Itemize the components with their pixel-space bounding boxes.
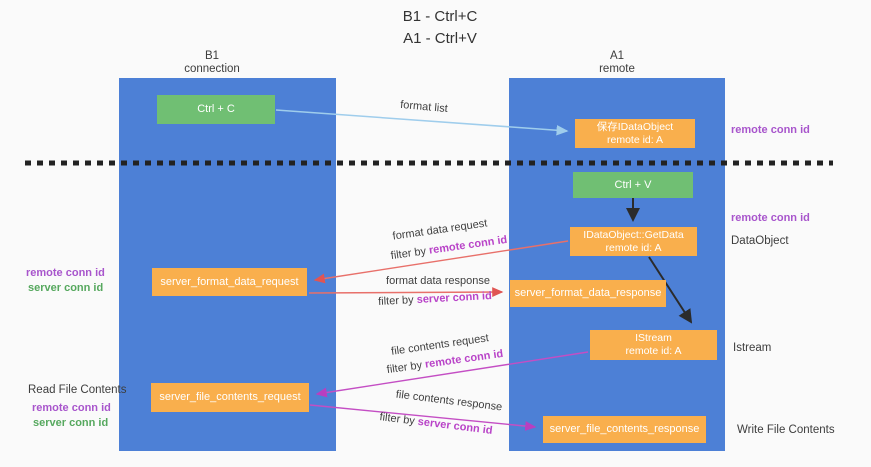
arrow-file-contents-response <box>309 404 537 431</box>
node-format-response-label: server_format_data_response <box>514 287 662 299</box>
node-ctrl-c-label: Ctrl + C <box>197 103 235 115</box>
annotation-read-file-contents: Read File Contents <box>28 384 127 396</box>
arrow-format-data-request <box>313 240 569 284</box>
node-idataobject-getdata: IDataObject::GetData remote id: A <box>570 227 697 256</box>
annotation-remote-conn-id-top: remote conn id <box>731 124 810 136</box>
node-getdata-line1: IDataObject::GetData <box>583 228 684 241</box>
annotation-remote-conn-id-mid: remote conn id <box>731 212 810 224</box>
lane-b1-role: connection <box>184 63 240 75</box>
arrow-getdata-to-istream <box>648 256 693 324</box>
lane-a1-role: remote <box>599 63 635 75</box>
annotation-remote-conn-id-left2: remote conn id <box>32 402 111 414</box>
diagram-title: B1 - Ctrl+C A1 - Ctrl+V <box>300 6 580 50</box>
node-save-idataobject-line1: 保存IDataObject <box>596 120 674 133</box>
node-server-format-data-response: server_format_data_response <box>510 280 666 307</box>
node-file-request-label: server_file_contents_request <box>159 391 301 403</box>
title-line-2: A1 - Ctrl+V <box>403 30 477 47</box>
node-istream: IStream remote id: A <box>590 330 717 360</box>
node-ctrl-v-label: Ctrl + V <box>614 178 652 191</box>
arrow-format-list <box>275 109 569 136</box>
annotation-dataobject: DataObject <box>731 235 789 247</box>
filter-by-text: filter by <box>377 293 417 308</box>
arrow-format-data-response <box>308 287 504 297</box>
annotation-istream: Istream <box>733 342 772 354</box>
node-ctrl-v: Ctrl + V <box>573 172 693 198</box>
annotation-write-file-contents: Write File Contents <box>737 424 835 436</box>
node-server-file-contents-request: server_file_contents_request <box>151 383 309 412</box>
node-save-idataobject-line2: remote id: A <box>606 133 664 146</box>
node-istream-line2: remote id: A <box>625 345 682 357</box>
node-ctrl-c: Ctrl + C <box>157 95 275 124</box>
node-file-response-label: server_file_contents_response <box>549 423 700 435</box>
title-line-1: B1 - Ctrl+C <box>402 8 478 25</box>
node-server-file-contents-response: server_file_contents_response <box>543 416 706 443</box>
flow-label-format-data-response: format data response <box>386 275 490 287</box>
node-save-idataobject: 保存IDataObject remote id: A <box>575 119 695 148</box>
arrow-file-contents-request <box>315 351 589 398</box>
node-format-request-label: server_format_data_request <box>160 275 299 288</box>
lane-header-b1: B1 connection <box>142 50 282 76</box>
lane-b1-name: B1 <box>204 50 220 62</box>
node-istream-line1: IStream <box>635 332 672 344</box>
lane-header-a1: A1 remote <box>547 50 687 76</box>
annotation-remote-conn-id-left1: remote conn id <box>26 267 105 279</box>
lane-a1-name: A1 <box>609 50 625 62</box>
annotation-server-conn-id-left2: server conn id <box>33 417 109 429</box>
annotation-server-conn-id-left1: server conn id <box>28 282 104 294</box>
node-server-format-data-request: server_format_data_request <box>152 268 307 296</box>
node-getdata-line2: remote id: A <box>605 241 662 254</box>
